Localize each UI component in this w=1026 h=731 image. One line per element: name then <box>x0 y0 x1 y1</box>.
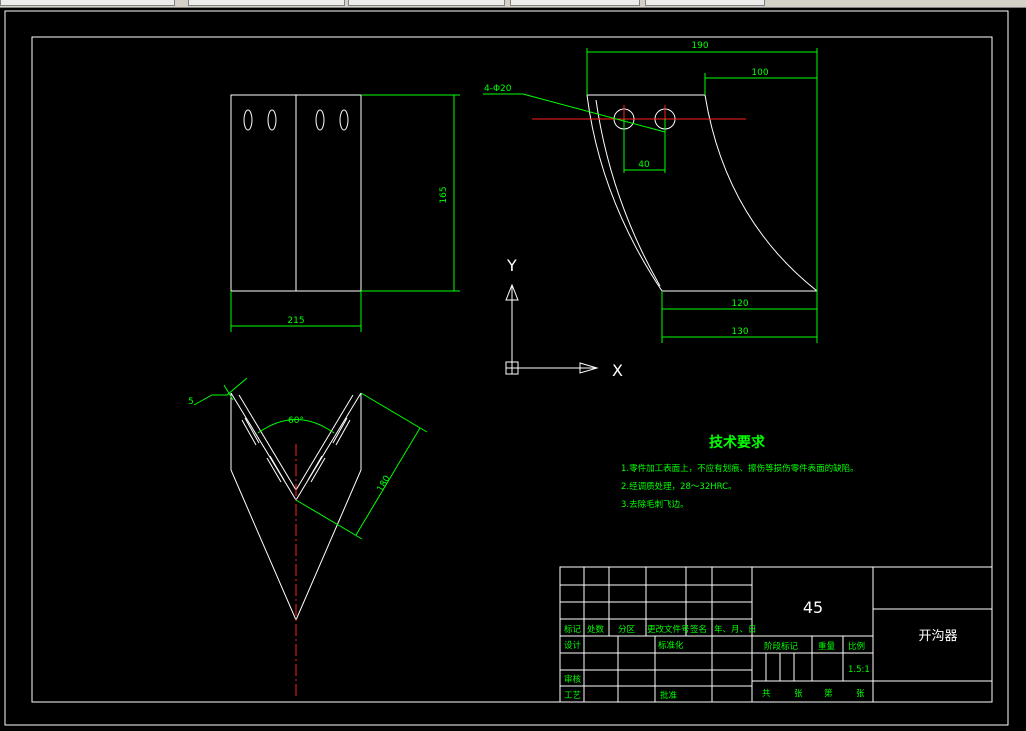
toolbar-button-2[interactable] <box>188 0 345 6</box>
top-view-dims <box>193 377 428 540</box>
tech-line-1: 1.零件加工表面上，不应有划痕、擦伤等损伤零件表面的缺陷。 <box>621 463 859 474</box>
tech-line-3: 3.去除毛刺飞边。 <box>621 499 689 510</box>
tb-sign: 签名 <box>690 624 707 635</box>
tb-count: 处数 <box>587 624 605 635</box>
outer-frame <box>4 10 1009 726</box>
tb-sheet: 张 <box>794 689 803 699</box>
ucs-x-label: X <box>612 361 623 380</box>
tb-material: 45 <box>803 598 823 617</box>
tb-process: 工艺 <box>564 691 581 701</box>
tb-total: 共 <box>762 689 771 699</box>
dim-190: 190 <box>691 41 708 51</box>
dim-4-holes: 4-Φ20 <box>484 84 512 94</box>
tb-mark: 标记 <box>564 624 582 635</box>
ucs-y-label: Y <box>506 256 517 275</box>
tb-standard: 标准化 <box>658 640 684 651</box>
toolbar-button-4[interactable] <box>510 0 640 6</box>
toolbar-button-3[interactable] <box>348 0 505 6</box>
tb-part-name: 开沟器 <box>918 629 957 644</box>
inner-frame <box>31 36 993 703</box>
tb-stage: 阶段标记 <box>764 641 799 652</box>
dim-165: 165 <box>439 186 449 203</box>
tb-sheet-2: 张 <box>856 689 865 699</box>
tech-line-2: 2.经调质处理，28～32HRC。 <box>621 481 737 492</box>
side-view <box>586 94 818 292</box>
side-view-dims <box>483 48 818 343</box>
tb-date: 年、月、日 <box>714 624 757 635</box>
dim-130: 130 <box>731 327 748 337</box>
dim-60-degree: 60° <box>288 416 304 426</box>
tb-weight: 重量 <box>818 641 836 652</box>
tb-design: 设计 <box>564 640 582 651</box>
tb-scale-value: 1.5:1 <box>848 665 870 675</box>
tb-no: 第 <box>824 688 833 699</box>
tb-scale: 比例 <box>848 641 865 652</box>
tech-title: 技术要求 <box>709 434 766 451</box>
toolbar-button-1[interactable] <box>0 0 175 6</box>
dim-215: 215 <box>287 316 304 326</box>
dim-5: 5 <box>188 397 194 407</box>
tb-review: 审核 <box>564 674 582 685</box>
vertical-scrollbar[interactable] <box>1014 8 1026 731</box>
title-block <box>559 566 993 703</box>
front-view-dims <box>230 94 460 332</box>
side-view-centerline <box>532 105 746 133</box>
tb-approve: 批准 <box>660 690 678 701</box>
dim-40: 40 <box>638 160 650 170</box>
front-view <box>230 94 362 292</box>
cad-drawing: 165 215 190 100 40 120 130 4-Φ20 <box>4 10 1009 726</box>
toolbar-button-5[interactable] <box>645 0 765 6</box>
ucs-icon <box>505 283 599 375</box>
dim-100: 100 <box>751 68 768 78</box>
drawing-canvas[interactable]: 165 215 190 100 40 120 130 4-Φ20 <box>0 8 1026 731</box>
tb-zone: 分区 <box>618 625 636 635</box>
tb-docno: 更改文件号 <box>647 624 690 635</box>
dim-120: 120 <box>731 299 748 309</box>
toolbar-strip <box>0 0 1026 8</box>
